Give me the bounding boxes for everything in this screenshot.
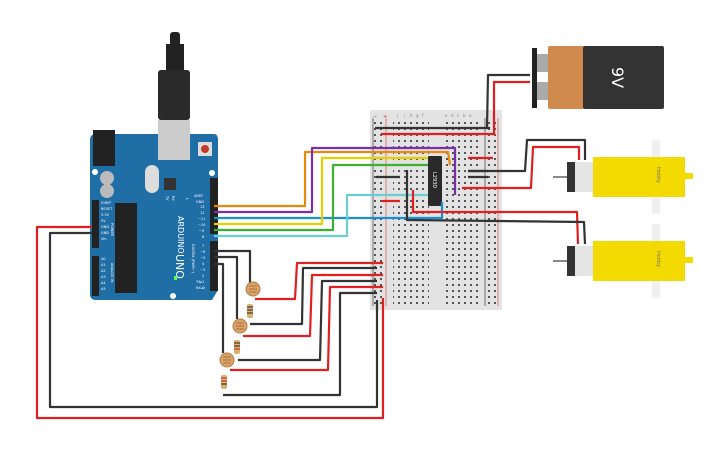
pin-label: RESET (101, 207, 113, 211)
pin-label: GND (101, 231, 109, 235)
pin-label: GND (196, 200, 204, 204)
column-letter: a (469, 113, 472, 118)
pin-label: ~6 (200, 250, 205, 254)
arduino-uno-board[interactable]: ARDUINO UNO AREF GND 13 12 ~11 ~10 ~9 8 … (90, 120, 218, 300)
usb-port (158, 120, 190, 160)
pin-label: AREF (194, 194, 203, 198)
battery-label: 9V (608, 67, 627, 88)
wire-pin13-orange[interactable] (214, 150, 452, 208)
rail-minus-label: − (373, 114, 377, 120)
column-letter: f (422, 113, 424, 118)
resistor-3[interactable] (221, 375, 227, 389)
analog-header-title: ANALOG IN (110, 263, 114, 283)
wire-pin9-green[interactable] (214, 163, 428, 232)
resistor-1[interactable] (247, 304, 253, 318)
pin-label: 5V (101, 219, 106, 223)
pin-label: A1 (101, 263, 106, 267)
arduino-model: UNO (173, 254, 186, 279)
pin-label: ~5 (200, 256, 205, 260)
wires (35, 73, 587, 420)
wire-battery-red[interactable] (492, 80, 530, 134)
pin-label: 3.3V (101, 213, 110, 217)
pin-label: ~10 (198, 223, 205, 227)
wire-red[interactable] (243, 273, 383, 338)
pin-label: A0 (101, 257, 106, 261)
column-letter: i (404, 113, 405, 118)
pin-label: 7 (202, 244, 204, 248)
photoresistor-1[interactable] (245, 281, 261, 297)
column-letter: e (445, 113, 448, 118)
wire-motor2-red[interactable] (411, 190, 580, 245)
motor-label: Hobby (655, 251, 661, 267)
column-letter: g (416, 113, 419, 118)
pin-label: A3 (101, 275, 106, 279)
led-label: TX (165, 195, 169, 201)
power-jack (93, 130, 115, 166)
pin-label: 12 (200, 211, 204, 215)
wire-pin6-black[interactable] (214, 249, 252, 283)
wire-motor2-black[interactable] (405, 170, 587, 245)
breadboard[interactable]: − + j i h g f e d c b a (370, 110, 502, 310)
photoresistor-3[interactable] (219, 352, 235, 368)
wire-gnd-black[interactable] (48, 231, 379, 409)
pin-label: A5 (101, 287, 106, 291)
wire-battery-black[interactable] (485, 73, 530, 129)
column-letter: j (396, 113, 398, 118)
column-letter: c (457, 113, 459, 118)
dc-motor-2[interactable]: Hobby (553, 224, 693, 298)
led-label: RX (171, 196, 175, 201)
pin-label: 2 (202, 274, 204, 278)
wire-black[interactable] (223, 291, 377, 397)
motor-label: Hobby (655, 167, 661, 183)
battery-9v[interactable]: 9V (532, 46, 664, 109)
wire-pin4-black[interactable] (214, 262, 225, 353)
power-header-title: POWER (110, 223, 114, 237)
photoresistor-2[interactable] (232, 318, 248, 334)
pin-label: IOREF (101, 201, 111, 205)
ic-label: L293D (431, 172, 437, 188)
column-letter: d (451, 113, 454, 118)
wire-pin8-cyan[interactable] (214, 193, 428, 238)
pin-label: A2 (101, 269, 106, 273)
wire-pin12-purple[interactable] (214, 146, 457, 214)
wire-pin5-black[interactable] (214, 255, 239, 319)
wire-motor1-red[interactable] (462, 145, 581, 190)
pin-label: RX◂0 (196, 286, 205, 290)
pin-label: 13 (200, 205, 204, 209)
usb-cable[interactable] (158, 32, 190, 120)
pin-label: 8 (202, 235, 204, 239)
wire-5v-red[interactable] (35, 225, 385, 420)
pin-label: ~11 (198, 217, 205, 221)
resistor-2[interactable] (234, 340, 240, 354)
wire-black[interactable] (238, 279, 377, 362)
wire-black[interactable] (250, 266, 377, 326)
pin-label: Vin (101, 237, 107, 241)
l293d-ic[interactable]: L293D (428, 156, 442, 206)
arduino-brand: ARDUINO (176, 216, 185, 254)
rail-plus-label: + (383, 114, 387, 120)
digital-header-title: DIGITAL (PWM~) (191, 244, 195, 274)
led-label: L (185, 198, 189, 200)
wire-red[interactable] (255, 261, 383, 301)
dc-motor-1[interactable]: Hobby (553, 140, 693, 214)
wire-motor1-black[interactable] (468, 138, 587, 173)
pin-label: 4 (202, 262, 205, 266)
wire-red[interactable] (230, 285, 383, 372)
pin-label: ~9 (199, 229, 204, 233)
wire-pin11-blue[interactable] (214, 202, 444, 220)
pin-label: GND (101, 225, 109, 229)
atmega-chip (115, 203, 137, 293)
pin-label: TX▸1 (195, 280, 205, 284)
pin-label: A4 (101, 281, 106, 285)
wire-pin10-yellow[interactable] (214, 156, 428, 226)
column-letter: b (463, 113, 466, 118)
column-letter: h (410, 113, 413, 118)
pin-label: ~3 (200, 268, 205, 272)
